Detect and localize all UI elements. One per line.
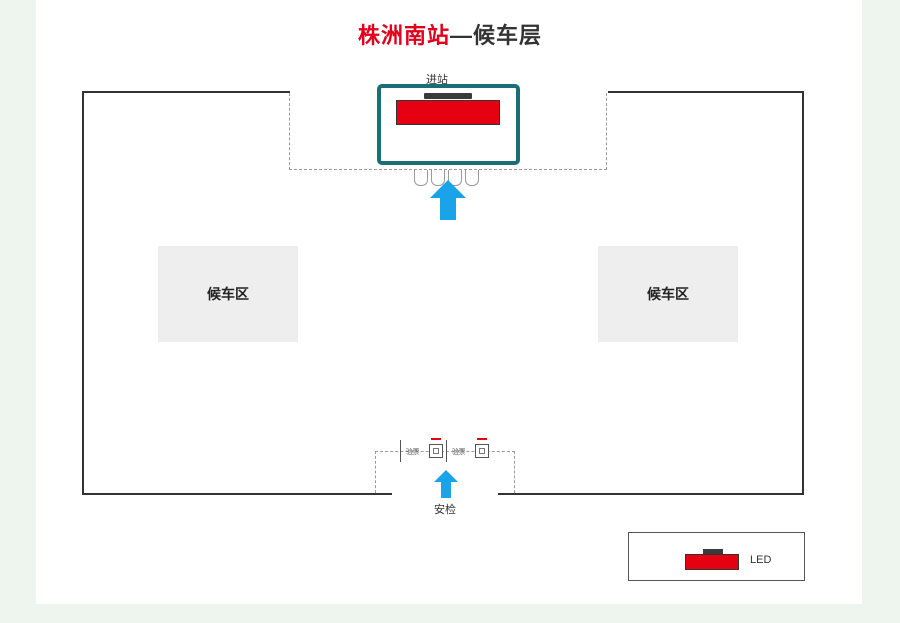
security-area-dashed-outline [375, 451, 515, 493]
entry-label: 进站 [426, 74, 448, 86]
entry-gate [414, 170, 428, 186]
legend-box: LED [628, 532, 805, 581]
entry-area-dashed-outline [289, 93, 607, 170]
ticket-gate-icon: 验票 [446, 438, 504, 464]
entry-gate [465, 170, 479, 186]
up-arrow-icon [434, 470, 458, 498]
waiting-zone-right: 候车区 [598, 246, 738, 342]
page-title: 株洲南站—候车层 [0, 18, 900, 50]
ticket-gate-label: 验票 [452, 449, 466, 456]
entry-gate [448, 170, 462, 186]
led-highlight-frame [377, 84, 520, 165]
legend-led-icon [685, 554, 739, 570]
led-screen-icon [396, 100, 500, 125]
station-name: 株洲南站 [357, 23, 450, 48]
ticket-gate-label: 验票 [406, 449, 420, 456]
entry-gates [414, 170, 480, 188]
legend-led-label: LED [750, 554, 772, 566]
waiting-zone-left: 候车区 [158, 246, 298, 342]
hall-top-opening [290, 88, 608, 94]
floor-name: —候车层 [450, 23, 543, 48]
legend-led-mount-icon [703, 549, 723, 554]
ticket-gate-icon: 验票 [400, 438, 458, 464]
security-label: 安检 [434, 504, 456, 516]
entry-gate [431, 170, 445, 186]
up-arrow-icon [430, 180, 466, 220]
led-screen-mount-icon [424, 93, 472, 99]
